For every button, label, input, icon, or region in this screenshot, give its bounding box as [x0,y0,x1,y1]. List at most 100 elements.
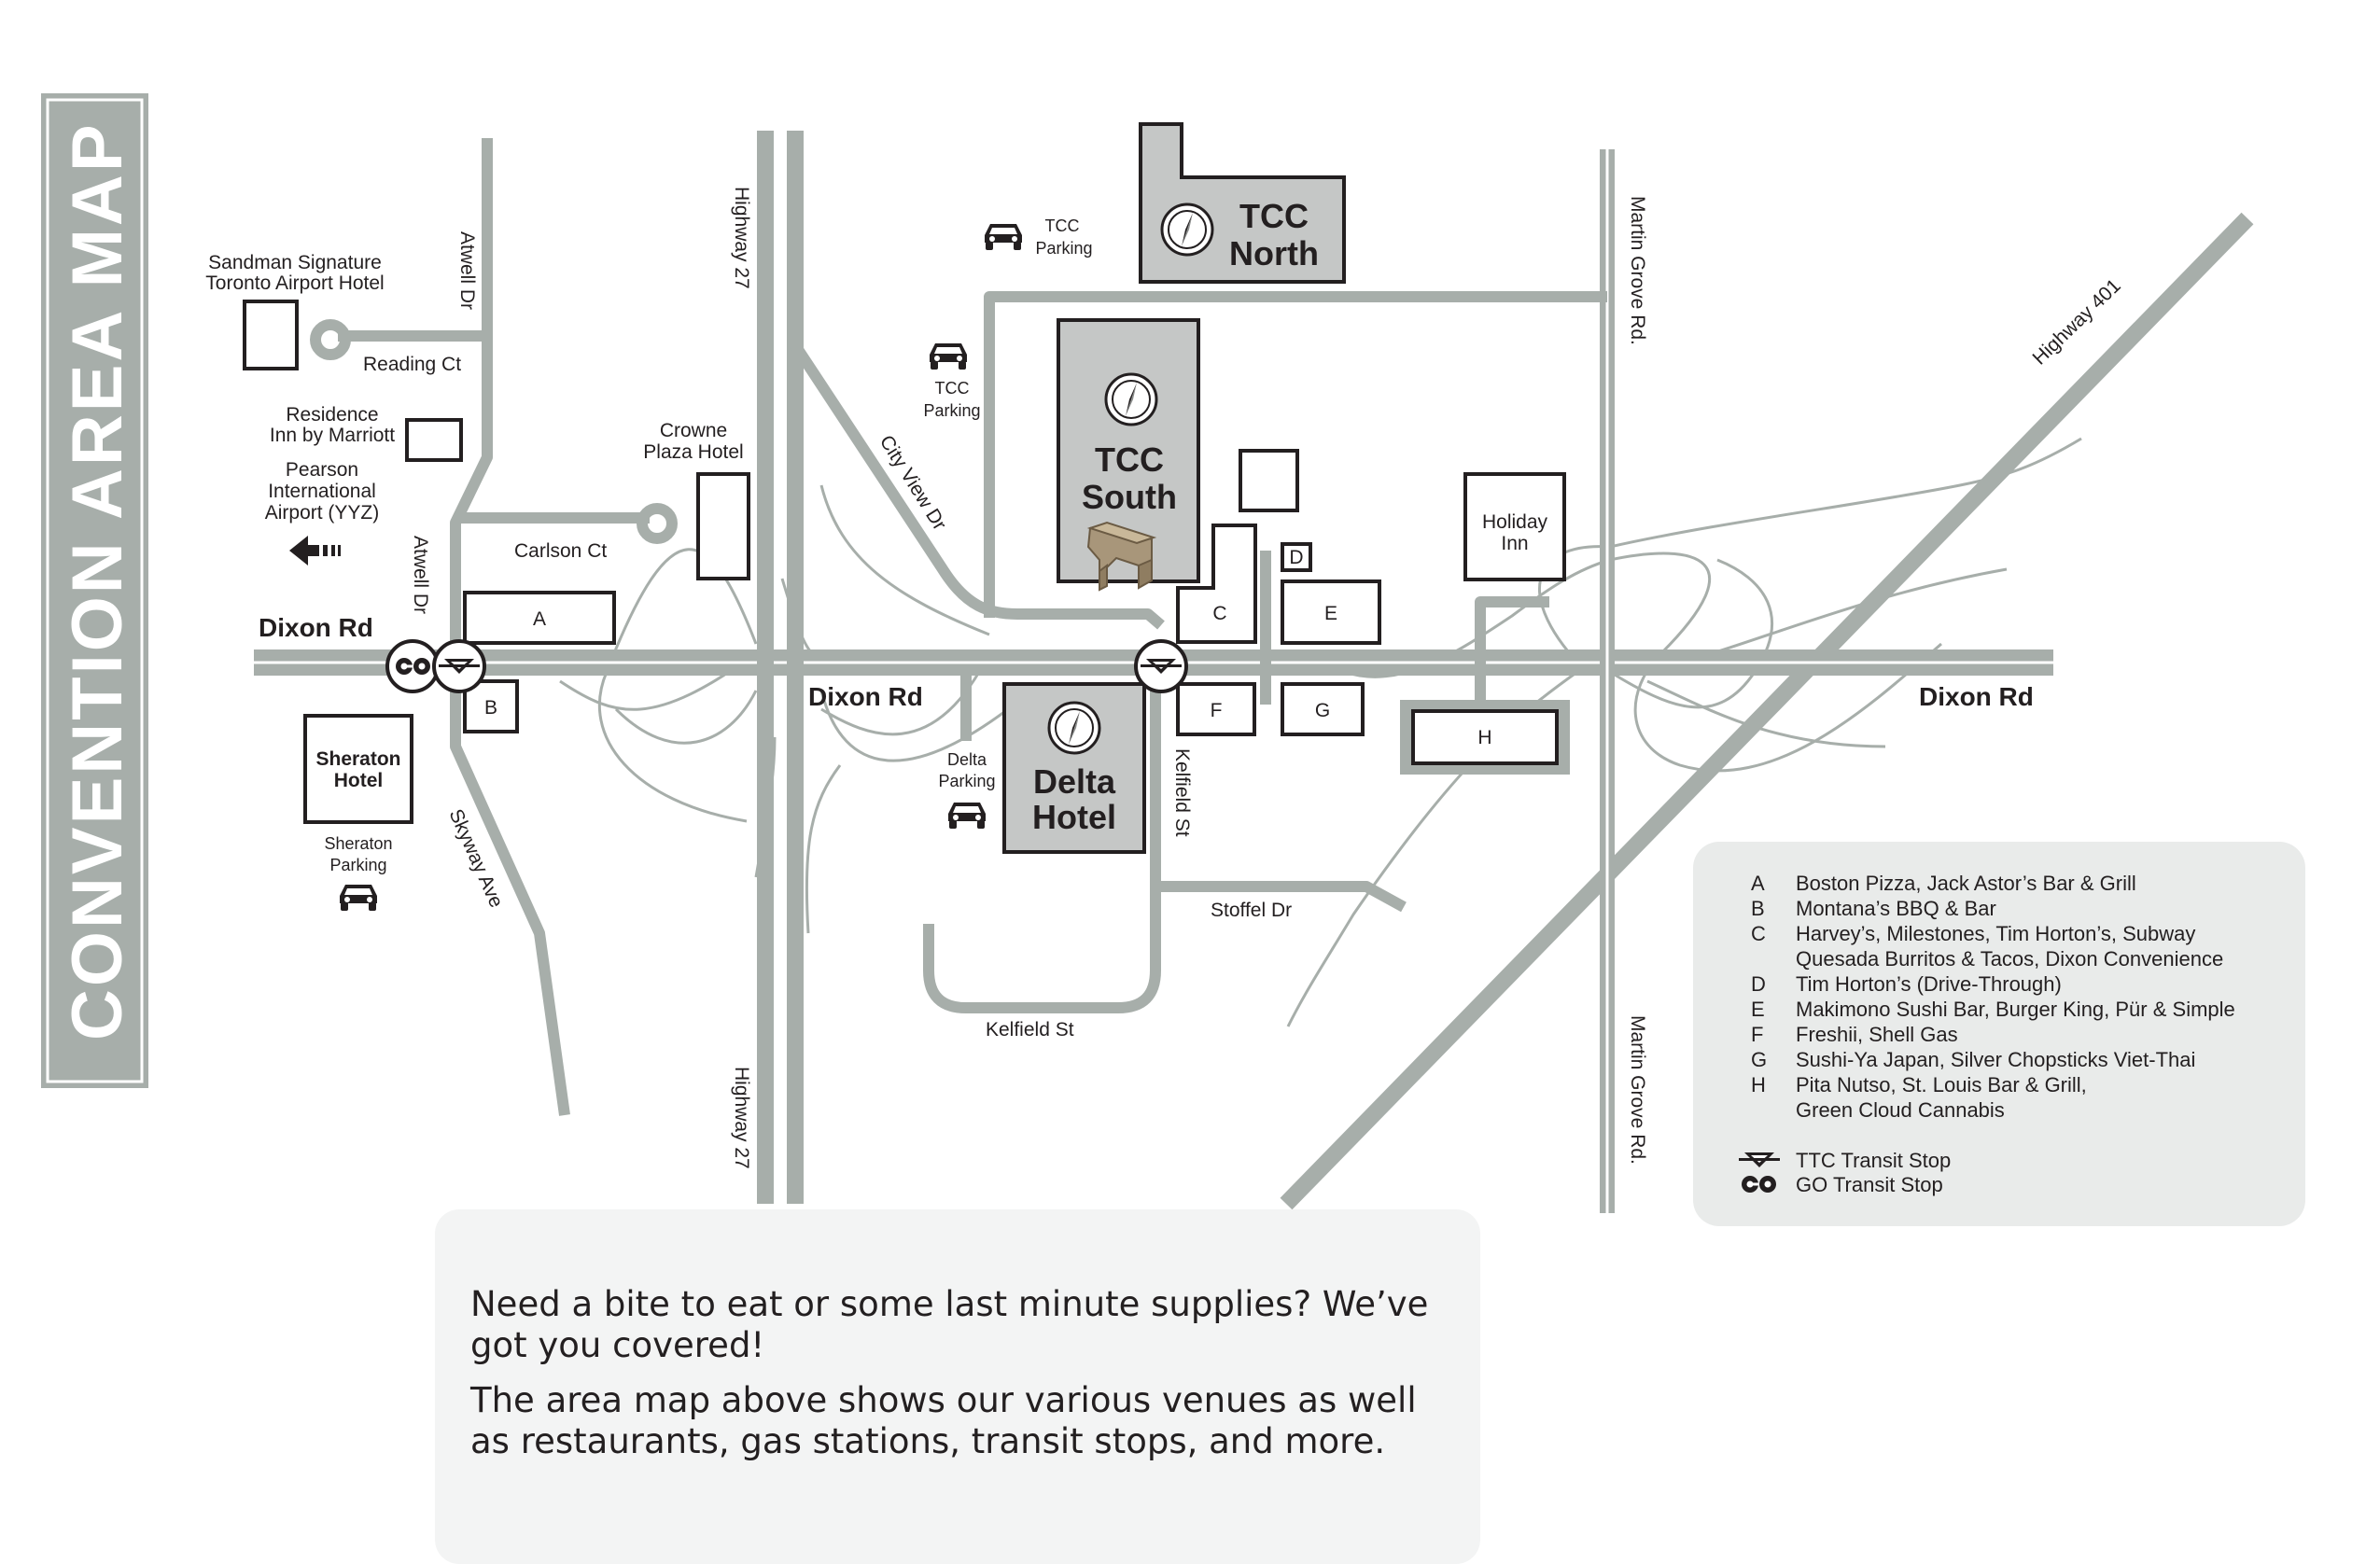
sheraton-label: Sheraton [315,748,400,770]
block-c[interactable] [1176,524,1257,644]
legend-key: A [1751,872,1765,895]
legend-item: A Boston Pizza, Jack Astor’s Bar & Grill [1751,872,2136,895]
building-unlabeled [1239,449,1299,512]
delta-parking-label: Parking [938,772,995,790]
road-label-skyway: Skyway Ave [444,806,507,911]
crowne-plaza-label: Crowne [660,420,727,441]
tcc-south-label: TCC [1095,440,1164,479]
legend-item: G Sushi-Ya Japan, Silver Chopsticks Viet… [1751,1048,2195,1071]
legend-item: E Makimono Sushi Bar, Burger King, Pür &… [1751,998,2235,1021]
block-h[interactable] [1411,709,1559,765]
crowne-plaza-building[interactable] [696,472,750,580]
block-label: D [1289,547,1303,568]
compass-icon [1104,372,1158,426]
legend-text: Montana’s BBQ & Bar [1796,897,1996,920]
legend-text: Tim Horton’s (Drive-Through) [1796,972,2062,996]
tcc-south-label: South [1082,478,1177,516]
crowne-plaza-label: Plaza Hotel [643,441,743,463]
road-label-atwell: Atwell Dr [410,536,431,614]
block-a[interactable] [463,591,616,645]
block-b[interactable] [463,679,519,733]
delta-hotel-label: Hotel [1032,798,1116,836]
info-panel: Need a bite to eat or some last minute s… [435,1209,1480,1564]
road-label-highway-27: Highway 27 [731,187,752,289]
tcc-north-label: North [1229,234,1319,272]
tcc-parking-label: Parking [1035,239,1092,258]
block-g[interactable] [1281,682,1365,736]
map-title-band: CONVENTION AREA MAP [41,93,148,1088]
car-icon [340,885,377,911]
ttc-transit-stop[interactable] [1134,639,1188,693]
legend-text: Pita Nutso, St. Louis Bar & Grill, [1796,1073,2087,1096]
legend-key: F [1751,1023,1763,1046]
legend-text: Sushi-Ya Japan, Silver Chopsticks Viet-T… [1796,1048,2195,1071]
road-label-kelfield: Kelfield St [986,1019,1074,1040]
road-label-carlson: Carlson Ct [514,540,607,562]
legend-key: E [1751,998,1765,1021]
legend-item: D Tim Horton’s (Drive-Through) [1751,972,2062,996]
tcc-parking-label: TCC [1045,216,1080,235]
sheraton-hotel-building[interactable] [303,714,413,824]
compass-icon [1160,202,1214,257]
road-label-reading: Reading Ct [363,354,461,375]
legend-key: H [1751,1073,1766,1096]
go-transit-stop[interactable] [385,639,440,693]
airport-label: International [268,481,376,502]
car-icon [930,343,967,370]
sandman-label: Toronto Airport Hotel [205,272,384,294]
tcc-north-label: TCC [1239,197,1309,235]
block-label: F [1211,700,1223,721]
holiday-inn-label: Holiday [1482,511,1548,533]
info-paragraph: The area map above shows our various ven… [470,1380,1417,1461]
block-e[interactable] [1281,580,1381,645]
block-f[interactable] [1176,682,1256,736]
block-label: C [1212,603,1226,624]
airport-label: Pearson [286,459,358,481]
legend-text: Boston Pizza, Jack Astor’s Bar & Grill [1796,872,2136,895]
arch-sculpture-icon [1086,521,1157,592]
legend-item: H Pita Nutso, St. Louis Bar & Grill, Gre… [1751,1073,2087,1122]
road-label-atwell: Atwell Dr [456,231,478,310]
road-label-dixon: Dixon Rd [259,613,373,642]
arrow-left-icon [289,536,341,566]
legend-text: Green Cloud Cannabis [1796,1098,2005,1122]
block-label: E [1324,603,1337,624]
holiday-inn-building[interactable] [1463,472,1566,581]
ttc-transit-stop[interactable] [432,639,486,693]
legend-key: G [1751,1048,1767,1071]
block-label: G [1315,700,1330,721]
compass-icon [1047,701,1101,755]
residence-inn-building[interactable] [405,418,463,462]
legend-item: B Montana’s BBQ & Bar [1751,897,1996,920]
map-title: CONVENTION AREA MAP [58,121,137,1040]
road-label-kelfield: Kelfield St [1171,748,1193,837]
legend-ttc-label: TTC Transit Stop [1796,1149,1951,1172]
sheraton-label: Hotel [334,770,384,791]
tcc-parking-label: Parking [923,401,980,420]
residence-inn-label: Residence [286,404,378,426]
legend-key: B [1751,897,1765,920]
airport-label: Airport (YYZ) [265,502,380,524]
info-paragraph: Need a bite to eat or some last minute s… [470,1284,1429,1365]
block-label: A [533,608,546,630]
sheraton-parking-label: Sheraton [324,834,392,853]
sandman-hotel-building[interactable] [243,300,299,370]
legend-item: F Freshii, Shell Gas [1751,1023,1958,1046]
road-label-stoffel: Stoffel Dr [1211,900,1292,921]
legend-key: D [1751,972,1766,996]
tcc-parking-label: TCC [935,379,970,398]
delta-hotel-label: Delta [1033,762,1116,801]
legend-item: C Harvey’s, Milestones, Tim Horton’s, Su… [1751,922,2223,971]
car-icon [985,224,1022,250]
block-label: H [1477,727,1491,748]
delta-parking-label: Delta [947,750,987,769]
road-label-dixon: Dixon Rd [808,682,923,711]
residence-inn-label: Inn by Marriott [270,425,395,446]
sheraton-parking-label: Parking [329,856,386,874]
road-label-martin-grove: Martin Grove Rd. [1627,1015,1648,1165]
road-label-dixon: Dixon Rd [1919,682,2034,711]
road-label-highway-27: Highway 27 [731,1067,752,1169]
legend-text: Makimono Sushi Bar, Burger King, Pür & S… [1796,998,2235,1021]
block-d[interactable] [1281,542,1312,572]
